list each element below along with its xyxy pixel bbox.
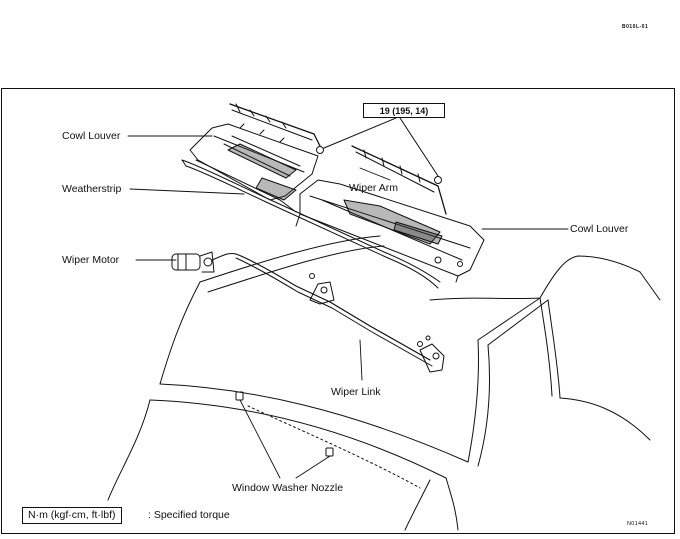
torque-unit-legend-box: N·m (kgf·cm, ft·lbf) [22,507,122,524]
page-code: B010L-01 [622,24,649,30]
cowl-louver-left-label: Cowl Louver [62,130,121,142]
washer-nozzle-parts [235,391,334,457]
torque-legend-text: : Specified torque [148,509,230,521]
window-washer-nozzle-label: Window Washer Nozzle [232,482,344,494]
cowl-louver-right-label: Cowl Louver [570,223,629,235]
weatherstrip-label: Weatherstrip [62,183,122,195]
wiper-motor-label: Wiper Motor [62,254,120,266]
wiper-motor-part [171,251,237,273]
torque-leader-lines [323,117,439,177]
wiper-link-part [235,253,445,373]
diagram-frame [1,88,675,534]
label-leader-lines [127,135,569,479]
torque-spec-box: 19 (195, 14) [363,103,445,118]
cowl-louver-left-part [189,123,319,213]
wiper-arm-label: Wiper Arm [349,182,399,194]
cowl-louver-right-part [295,179,485,283]
wiper-link-label: Wiper Link [331,386,381,398]
car-body-outline [107,235,661,531]
wiper-arm-left-part [229,103,324,154]
figure-code: N01441 [627,521,649,527]
wiper-arm-right-part [351,145,447,215]
